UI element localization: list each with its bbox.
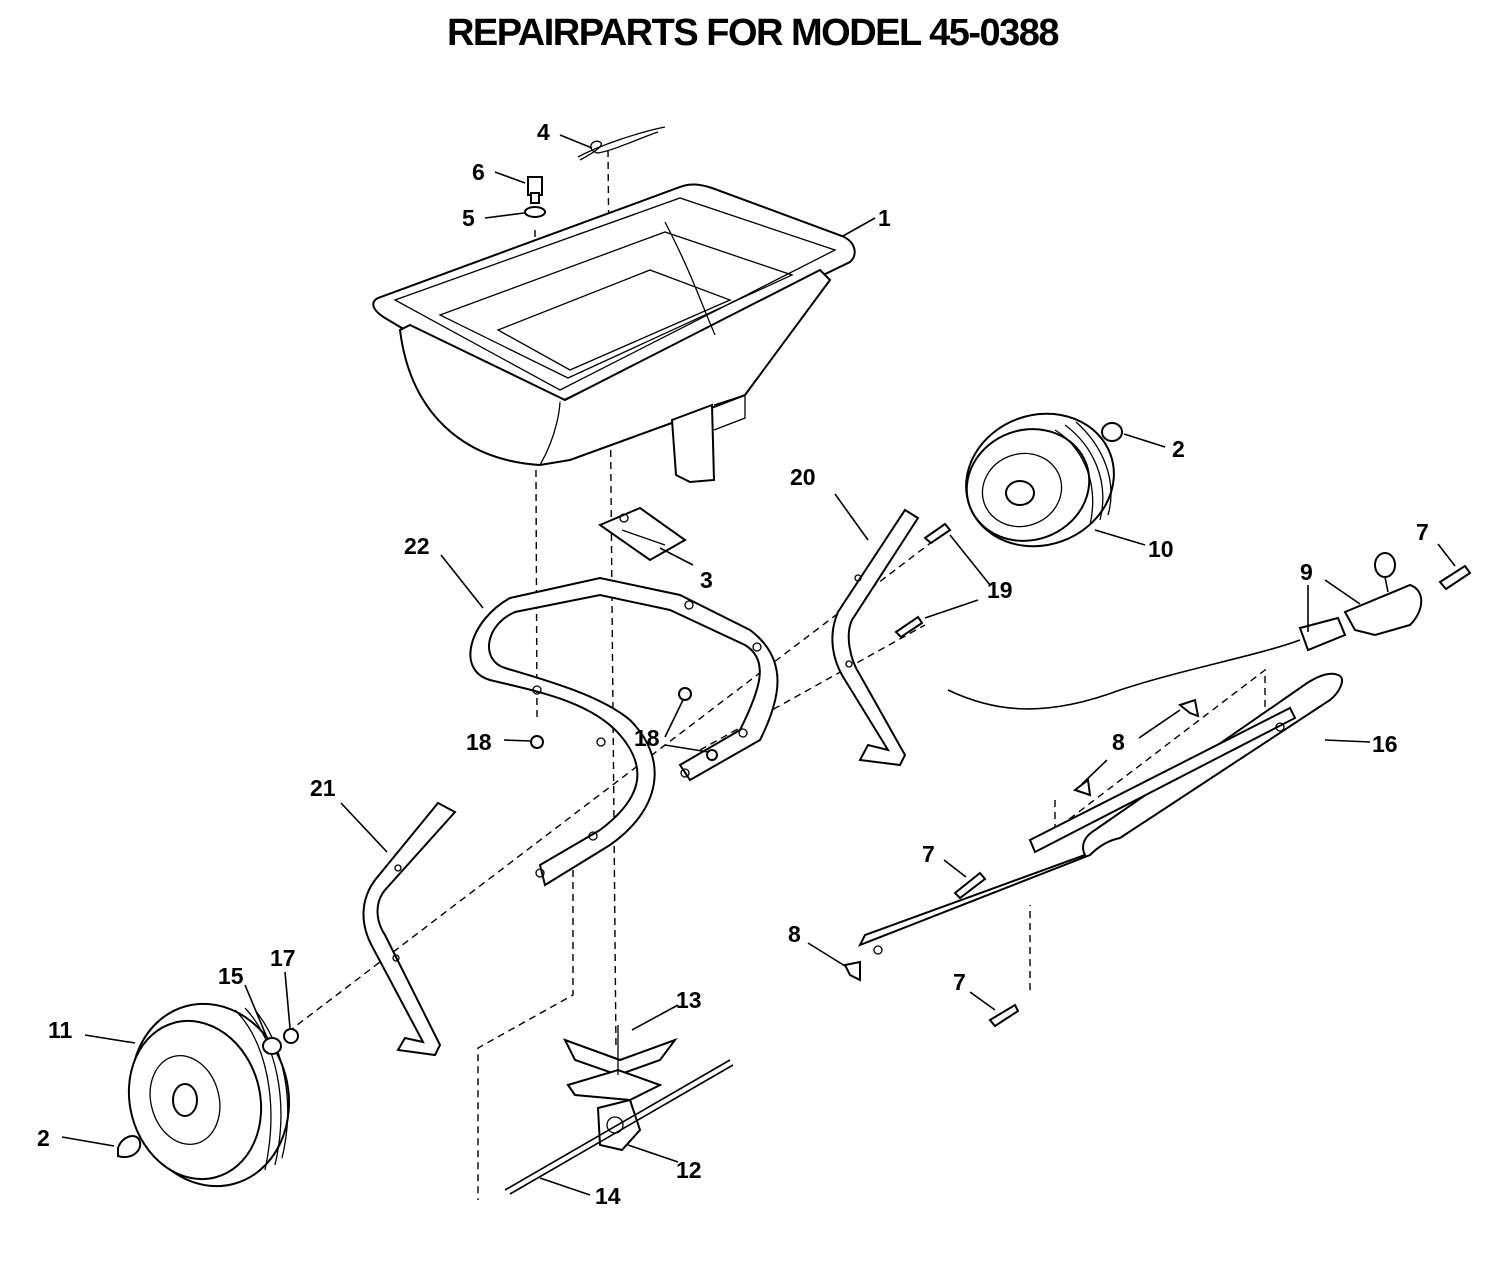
label-14: 14 [595, 1183, 621, 1209]
label-16: 16 [1372, 731, 1398, 757]
label-20: 20 [790, 464, 816, 490]
handle-bolts [953, 564, 1472, 1028]
top-washer [524, 206, 546, 218]
label-22: 22 [404, 533, 430, 559]
label-9: 9 [1300, 559, 1313, 585]
part-labels: 4 6 5 1 2 10 20 19 22 3 7 9 16 8 18 18 2… [37, 119, 1429, 1209]
hub-cap-right [1101, 422, 1123, 442]
leg-bolts [894, 522, 952, 639]
page-title: REPAIRPARTS FOR MODEL 45-0388 [446, 12, 1060, 54]
hopper [372, 183, 856, 484]
label-15: 15 [218, 963, 244, 989]
right-leg [831, 508, 920, 767]
frame-nut-left [530, 735, 544, 749]
wing-nut-lower [843, 960, 861, 982]
label-5: 5 [462, 205, 475, 231]
label-8-lower: 8 [788, 921, 801, 947]
left-leg [362, 801, 457, 1057]
label-8-upper: 8 [1112, 729, 1125, 755]
spacer [262, 1037, 282, 1055]
label-21: 21 [310, 775, 336, 801]
frame [469, 576, 779, 887]
leader-lines [61, 134, 1456, 1196]
left-wheel [127, 1002, 291, 1188]
label-2-left: 2 [37, 1125, 50, 1151]
handle [857, 672, 1343, 955]
label-7-right: 7 [1416, 519, 1429, 545]
label-11: 11 [48, 1017, 73, 1043]
label-7-mid: 7 [922, 841, 935, 867]
label-18-right: 18 [634, 725, 660, 751]
top-bolt [527, 176, 543, 204]
hairpin-cotter [577, 126, 666, 161]
label-3: 3 [700, 567, 713, 593]
label-1: 1 [878, 205, 891, 231]
frame-nut-right [678, 687, 692, 701]
label-12: 12 [676, 1157, 702, 1183]
label-2-right: 2 [1172, 436, 1185, 462]
axle-nut [283, 1028, 299, 1044]
label-17: 17 [270, 945, 296, 971]
label-4: 4 [537, 119, 550, 145]
label-13: 13 [676, 987, 702, 1013]
wing-nut-upper [1177, 698, 1200, 718]
label-18-left: 18 [466, 729, 492, 755]
frame-bolt-head [706, 749, 718, 761]
label-10: 10 [1148, 536, 1174, 562]
axle [504, 1059, 734, 1195]
label-6: 6 [472, 159, 485, 185]
label-19: 19 [987, 577, 1013, 603]
control-cable [947, 552, 1423, 710]
right-wheel [965, 412, 1115, 548]
wing-nut-mid [1072, 778, 1092, 797]
spinner [562, 1025, 678, 1102]
label-7-low: 7 [953, 969, 966, 995]
hub-cap-left [117, 1135, 142, 1158]
shutoff-plate [597, 506, 687, 562]
